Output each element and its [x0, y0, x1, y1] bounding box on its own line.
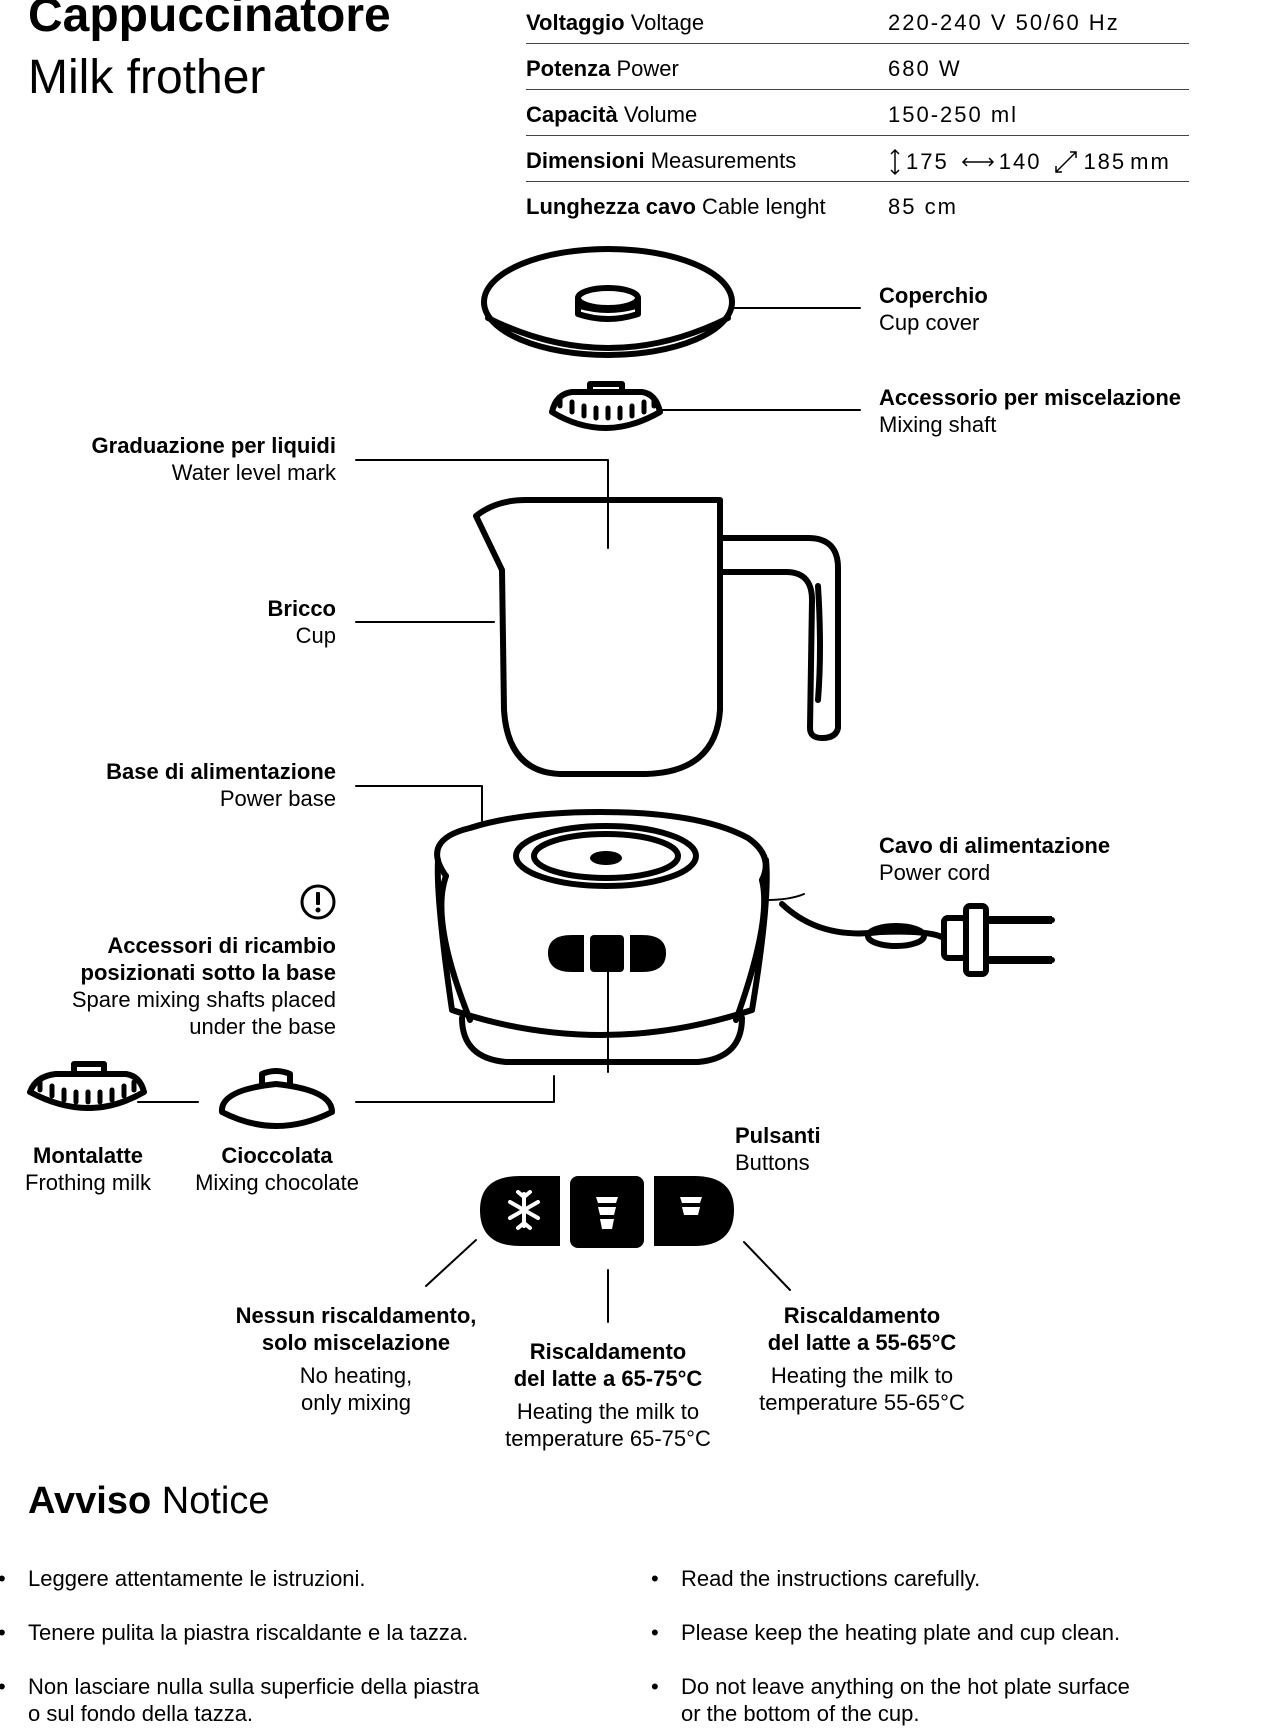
base-center-plug [590, 851, 622, 865]
spec-row-cable: Lunghezza cavo Cable lenght 85 cm [526, 182, 1189, 227]
label-spare-shafts: Accessori di ricambio posizionati sotto … [71, 933, 336, 1039]
base-button-middle [590, 935, 624, 972]
chocolate-accessory-drawing [219, 1068, 335, 1129]
spec-row-voltage: Voltaggio Voltage 220-240 V 50/60 Hz [526, 0, 1189, 44]
notice-list-italian: Leggere attentamente le istruzioni. Tene… [0, 1565, 560, 1727]
spec-label-en: Power [616, 56, 679, 81]
cup-full-icon [596, 1197, 618, 1229]
warning-icon-ring [300, 884, 336, 920]
spec-label-en: Voltage [630, 10, 705, 35]
spec-value: 680 W [888, 56, 962, 81]
cup-drawing [473, 497, 841, 777]
notice-title: Avviso Notice [28, 1480, 270, 1522]
height-arrow-icon [890, 148, 900, 176]
spec-value: 85 cm [888, 194, 958, 219]
spec-row-measurements: Dimensioni Measurements 175 140 185 mm [526, 136, 1189, 182]
spec-label-it: Capacità [526, 102, 618, 127]
notice-item-continued: or the bottom of the cup. [681, 1701, 920, 1726]
spec-label-it: Dimensioni [526, 148, 645, 173]
snowflake-icon [508, 1190, 540, 1230]
power-base-drawing [434, 809, 770, 1065]
mixing-shaft-drawing [549, 381, 663, 431]
dim-depth: 185 [1083, 149, 1127, 174]
spec-value: 220-240 V 50/60 Hz [888, 10, 1120, 35]
label-mode-hot: Riscaldamento del latte a 65-75°C Heatin… [505, 1339, 711, 1451]
width-arrow-icon [961, 157, 994, 167]
notice-item-continued: o sul fondo della tazza. [28, 1701, 254, 1726]
spec-label-en: Volume [623, 102, 698, 127]
notice-list-english: Read the instructions carefully. Please … [651, 1565, 1253, 1727]
spec-row-power: Potenza Power 680 W [526, 44, 1189, 90]
notice-item: Leggere attentamente le istruzioni. [0, 1565, 560, 1592]
notice-item: Tenere pulita la piastra riscaldante e l… [0, 1619, 560, 1646]
spec-label-en: Measurements [650, 148, 797, 173]
depth-arrow-icon [1055, 151, 1078, 173]
base-button-left [548, 935, 584, 972]
title-italian: Cappuccinatore [28, 0, 391, 42]
notice-item: Non lasciare nulla sulla superficie dell… [0, 1673, 560, 1700]
dim-width: 140 [998, 149, 1042, 174]
spec-label-it: Potenza [526, 56, 611, 81]
spec-value: 150-250 ml [888, 102, 1019, 127]
spec-label-it: Lunghezza cavo [526, 194, 696, 219]
label-mode-no-heat: Nessun riscaldamento, solo miscelazione … [235, 1303, 477, 1415]
cover-drawing [481, 246, 735, 358]
spec-label-it: Voltaggio [526, 10, 625, 35]
base-button-right [630, 935, 666, 972]
warning-icon [315, 892, 321, 913]
notice-item: Do not leave anything on the hot plate s… [651, 1673, 1253, 1700]
spec-label-en: Cable lenght [702, 194, 826, 219]
dim-height: 175 [906, 149, 949, 174]
frothing-accessory-drawing [27, 1061, 147, 1111]
cup-half-icon [680, 1197, 702, 1215]
specs-table: Voltaggio Voltage 220-240 V 50/60 Hz Pot… [526, 0, 1189, 227]
label-mode-warm: Riscaldamento del latte a 55-65°C Heatin… [759, 1303, 965, 1415]
spec-row-volume: Capacità Volume 150-250 ml [526, 90, 1189, 136]
notice-item: Please keep the heating plate and cup cl… [651, 1619, 1253, 1646]
dim-unit: mm [1130, 149, 1171, 174]
plug-icon [986, 916, 1052, 924]
title-english: Milk frother [28, 51, 266, 104]
notice-item: Read the instructions carefully. [651, 1565, 1253, 1592]
